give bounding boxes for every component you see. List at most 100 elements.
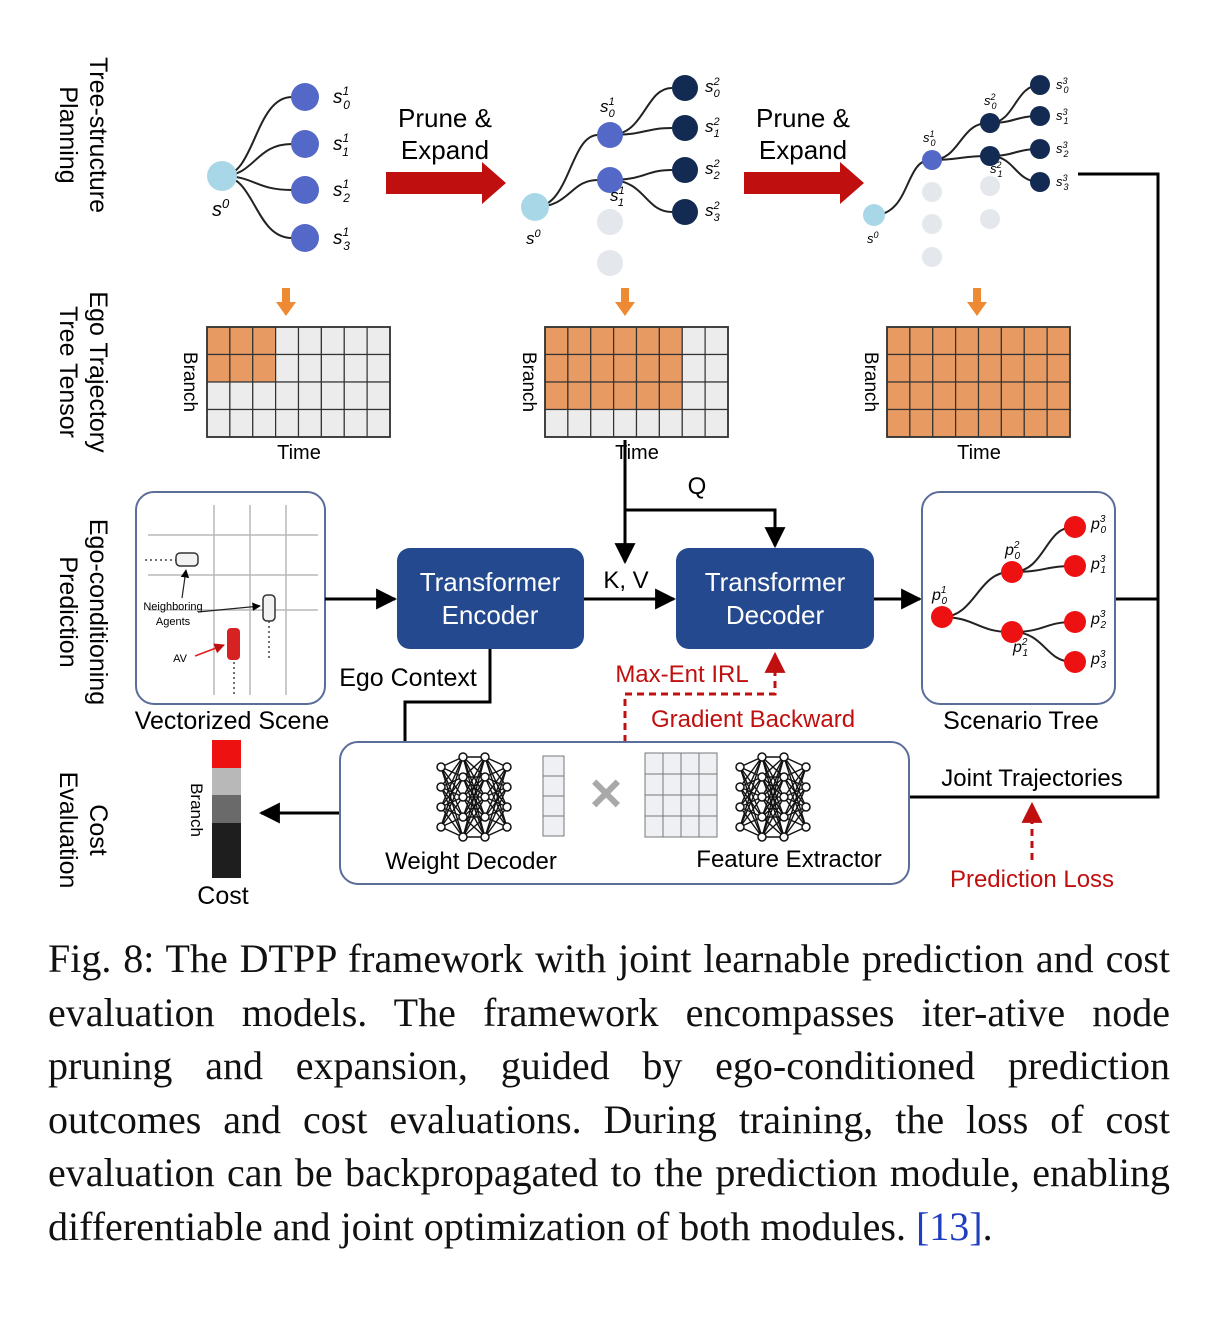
- vectorized-scene-caption: Vectorized Scene: [135, 707, 330, 735]
- tensor-cell-filled: [658, 381, 683, 411]
- scenario-node: [931, 606, 953, 628]
- citation-link[interactable]: [13]: [915, 1203, 983, 1249]
- tensor-cell-filled: [1000, 326, 1025, 356]
- nn-neuron: [757, 832, 767, 842]
- tensor-cell-filled: [658, 326, 683, 356]
- multiply-symbol: ×: [590, 761, 623, 824]
- nn-edge: [440, 756, 464, 788]
- tensor-cell-filled: [886, 381, 911, 411]
- nn-edge: [783, 786, 807, 838]
- decoder-label: Transformer: [705, 567, 846, 597]
- tensor-branch-label: Branch: [518, 352, 539, 412]
- tensor-cell-filled: [567, 353, 592, 383]
- nn-neuron: [436, 782, 446, 792]
- prune-expand-label: Expand: [401, 135, 489, 165]
- caption-text: Fig. 8: The DTPP framework with joint le…: [48, 936, 1170, 1249]
- tensor-cell-filled: [977, 408, 1002, 438]
- tensor-cell-filled: [229, 353, 254, 383]
- tree-node: [672, 157, 698, 183]
- tensor-cell-filled: [955, 381, 980, 411]
- row-label-tree-tensor: Ego Trajectory Tree Tensor: [54, 291, 112, 453]
- tensor-time-label: Time: [615, 442, 659, 464]
- nn-edge: [484, 766, 508, 818]
- nn-neuron: [801, 822, 811, 832]
- tensor-cell-filled: [1046, 353, 1071, 383]
- nn-neuron: [458, 832, 468, 842]
- tree-node: [597, 122, 623, 148]
- neural-network-icon: [436, 752, 512, 842]
- tensor-cell: [320, 353, 345, 383]
- tensor-cell: [704, 381, 729, 411]
- nn-neuron: [735, 802, 745, 812]
- tensor-cell: [252, 381, 277, 411]
- nn-edge: [462, 756, 486, 818]
- tensor-cell-filled: [590, 381, 615, 411]
- neighbors-label: Agents: [156, 616, 191, 628]
- tensor-cell-filled: [544, 326, 569, 356]
- tensor-cell: [343, 408, 368, 438]
- tensor-cell-filled: [955, 353, 980, 383]
- tensor-cell: [613, 408, 638, 438]
- gradient-backward-path: [623, 651, 1043, 860]
- nn-neuron: [480, 792, 490, 802]
- tensor-cell-filled: [1046, 408, 1071, 438]
- weight-vector: [542, 755, 565, 837]
- tensor-cell-filled: [1000, 381, 1025, 411]
- nn-neuron: [458, 812, 468, 822]
- tree-node: [291, 176, 319, 204]
- tensor-cell-filled: [909, 381, 934, 411]
- tree-node: [672, 115, 698, 141]
- tensor-cell-filled: [886, 326, 911, 356]
- nn-edge: [761, 756, 785, 838]
- pruned-node: [980, 176, 1000, 196]
- tensor-cell-filled: [635, 326, 660, 356]
- cost-label: Cost: [197, 882, 248, 910]
- nn-neuron: [458, 772, 468, 782]
- tensor-cell-filled: [909, 326, 934, 356]
- tree-node: [597, 167, 623, 193]
- scenario-node: [1001, 621, 1023, 643]
- nn-edge: [440, 796, 464, 828]
- tree-root-node: [521, 193, 549, 221]
- row-label-line2: Tree Tensor: [54, 306, 82, 438]
- feature-extractor-label: Feature Extractor: [696, 846, 881, 873]
- tensor-cell-filled: [206, 353, 231, 383]
- nn-edge: [739, 776, 763, 828]
- nn-neuron: [801, 802, 811, 812]
- nn-edge: [462, 796, 486, 838]
- pruned-node: [597, 250, 623, 276]
- tensor-cell: [229, 381, 254, 411]
- nn-edge: [761, 756, 785, 778]
- key-value-label: K, V: [603, 567, 648, 594]
- feature-cell: [698, 752, 718, 775]
- row-label-line1: Ego-conditioning: [84, 519, 112, 705]
- tensor-cell-filled: [932, 381, 957, 411]
- tensor-cell-filled: [635, 353, 660, 383]
- nn-neuron: [480, 772, 490, 782]
- tensor-time-label: Time: [277, 442, 321, 464]
- prediction-loss-label: Prediction Loss: [950, 866, 1114, 893]
- tensor-cell-filled: [977, 353, 1002, 383]
- scenario-node: [1064, 516, 1086, 538]
- tensor-cell-filled: [206, 326, 231, 356]
- neighbors-label: Neighboring: [143, 601, 202, 613]
- tensor-cell-filled: [1046, 381, 1071, 411]
- figure-caption: Fig. 8: The DTPP framework with joint le…: [48, 932, 1170, 1253]
- tree-node: [922, 150, 942, 170]
- vectorized-scene-panel: [135, 491, 326, 705]
- feature-cell: [680, 752, 700, 775]
- tensor-cell: [366, 381, 391, 411]
- row-label-line2: Prediction: [54, 556, 82, 667]
- tree-stage-3: [873, 84, 1041, 216]
- nn-neuron: [801, 762, 811, 772]
- tensor-cell-filled: [977, 381, 1002, 411]
- tensor-cell-filled: [590, 326, 615, 356]
